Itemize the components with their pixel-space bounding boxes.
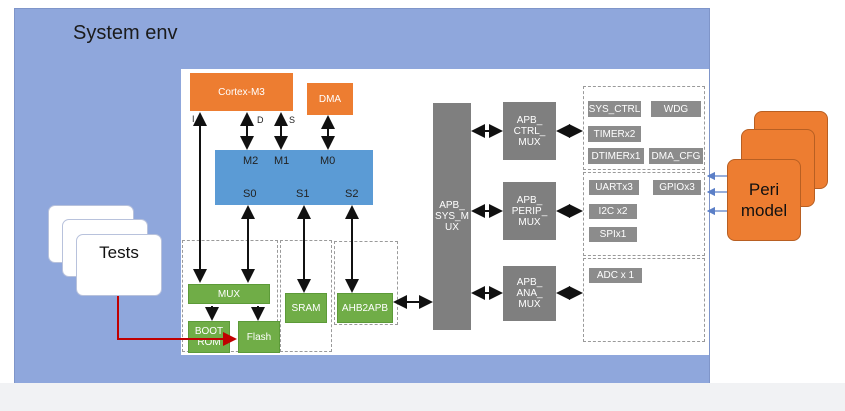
periph-adc: ADC x 1 bbox=[589, 268, 642, 283]
bus-matrix bbox=[215, 150, 373, 205]
periph-gpio: GPIOx3 bbox=[653, 180, 701, 195]
periph-timer: TIMERx2 bbox=[588, 126, 641, 142]
periph-sys-ctrl: SYS_CTRL bbox=[588, 101, 641, 117]
matrix-port-m1: M1 bbox=[274, 155, 290, 167]
cpu-port-d: D bbox=[257, 115, 264, 125]
periph-dma-cfg: DMA_CFG bbox=[649, 148, 703, 164]
matrix-port-m2: M2 bbox=[243, 155, 259, 167]
matrix-port-s0: S0 bbox=[243, 188, 257, 200]
ana-periph-group bbox=[583, 258, 705, 342]
ahb2apb-block: AHB2APB bbox=[337, 293, 393, 323]
sram-block: SRAM bbox=[285, 293, 327, 323]
ctrl-periph-group bbox=[583, 86, 705, 170]
boot-group bbox=[182, 240, 278, 352]
matrix-port-m0: M0 bbox=[320, 155, 336, 167]
tests-card: Tests bbox=[76, 234, 162, 296]
matrix-port-s2: S2 bbox=[345, 188, 359, 200]
peri-model-label: Peri model bbox=[740, 180, 788, 220]
periph-i2c: I2C x2 bbox=[589, 204, 637, 219]
perip-periph-group bbox=[583, 172, 705, 256]
system-env-title: System env bbox=[73, 22, 178, 44]
periph-spi: SPIx1 bbox=[589, 227, 637, 242]
cortex-m3-block: Cortex-M3 bbox=[190, 73, 293, 111]
periph-dtimer: DTIMERx1 bbox=[588, 148, 644, 164]
tests-label: Tests bbox=[99, 243, 139, 262]
mux-block: MUX bbox=[188, 284, 270, 304]
apb-ctrl-mux: APB_ CTRL_ MUX bbox=[503, 102, 556, 160]
flash-block: Flash bbox=[238, 321, 280, 353]
peri-model-card: Peri model bbox=[727, 159, 801, 241]
matrix-port-s1: S1 bbox=[296, 188, 310, 200]
bottom-band bbox=[0, 383, 845, 411]
dma-block: DMA bbox=[307, 83, 353, 115]
apb-sys-mux: APB_ SYS_M UX bbox=[433, 103, 471, 330]
ahb2apb-group bbox=[334, 241, 398, 325]
cpu-port-s: S bbox=[289, 115, 296, 125]
periph-wdg: WDG bbox=[651, 101, 701, 117]
apb-perip-mux: APB_ PERIP_ MUX bbox=[503, 182, 556, 240]
apb-ana-mux: APB_ ANA_ MUX bbox=[503, 266, 556, 321]
periph-uart: UARTx3 bbox=[589, 180, 639, 195]
